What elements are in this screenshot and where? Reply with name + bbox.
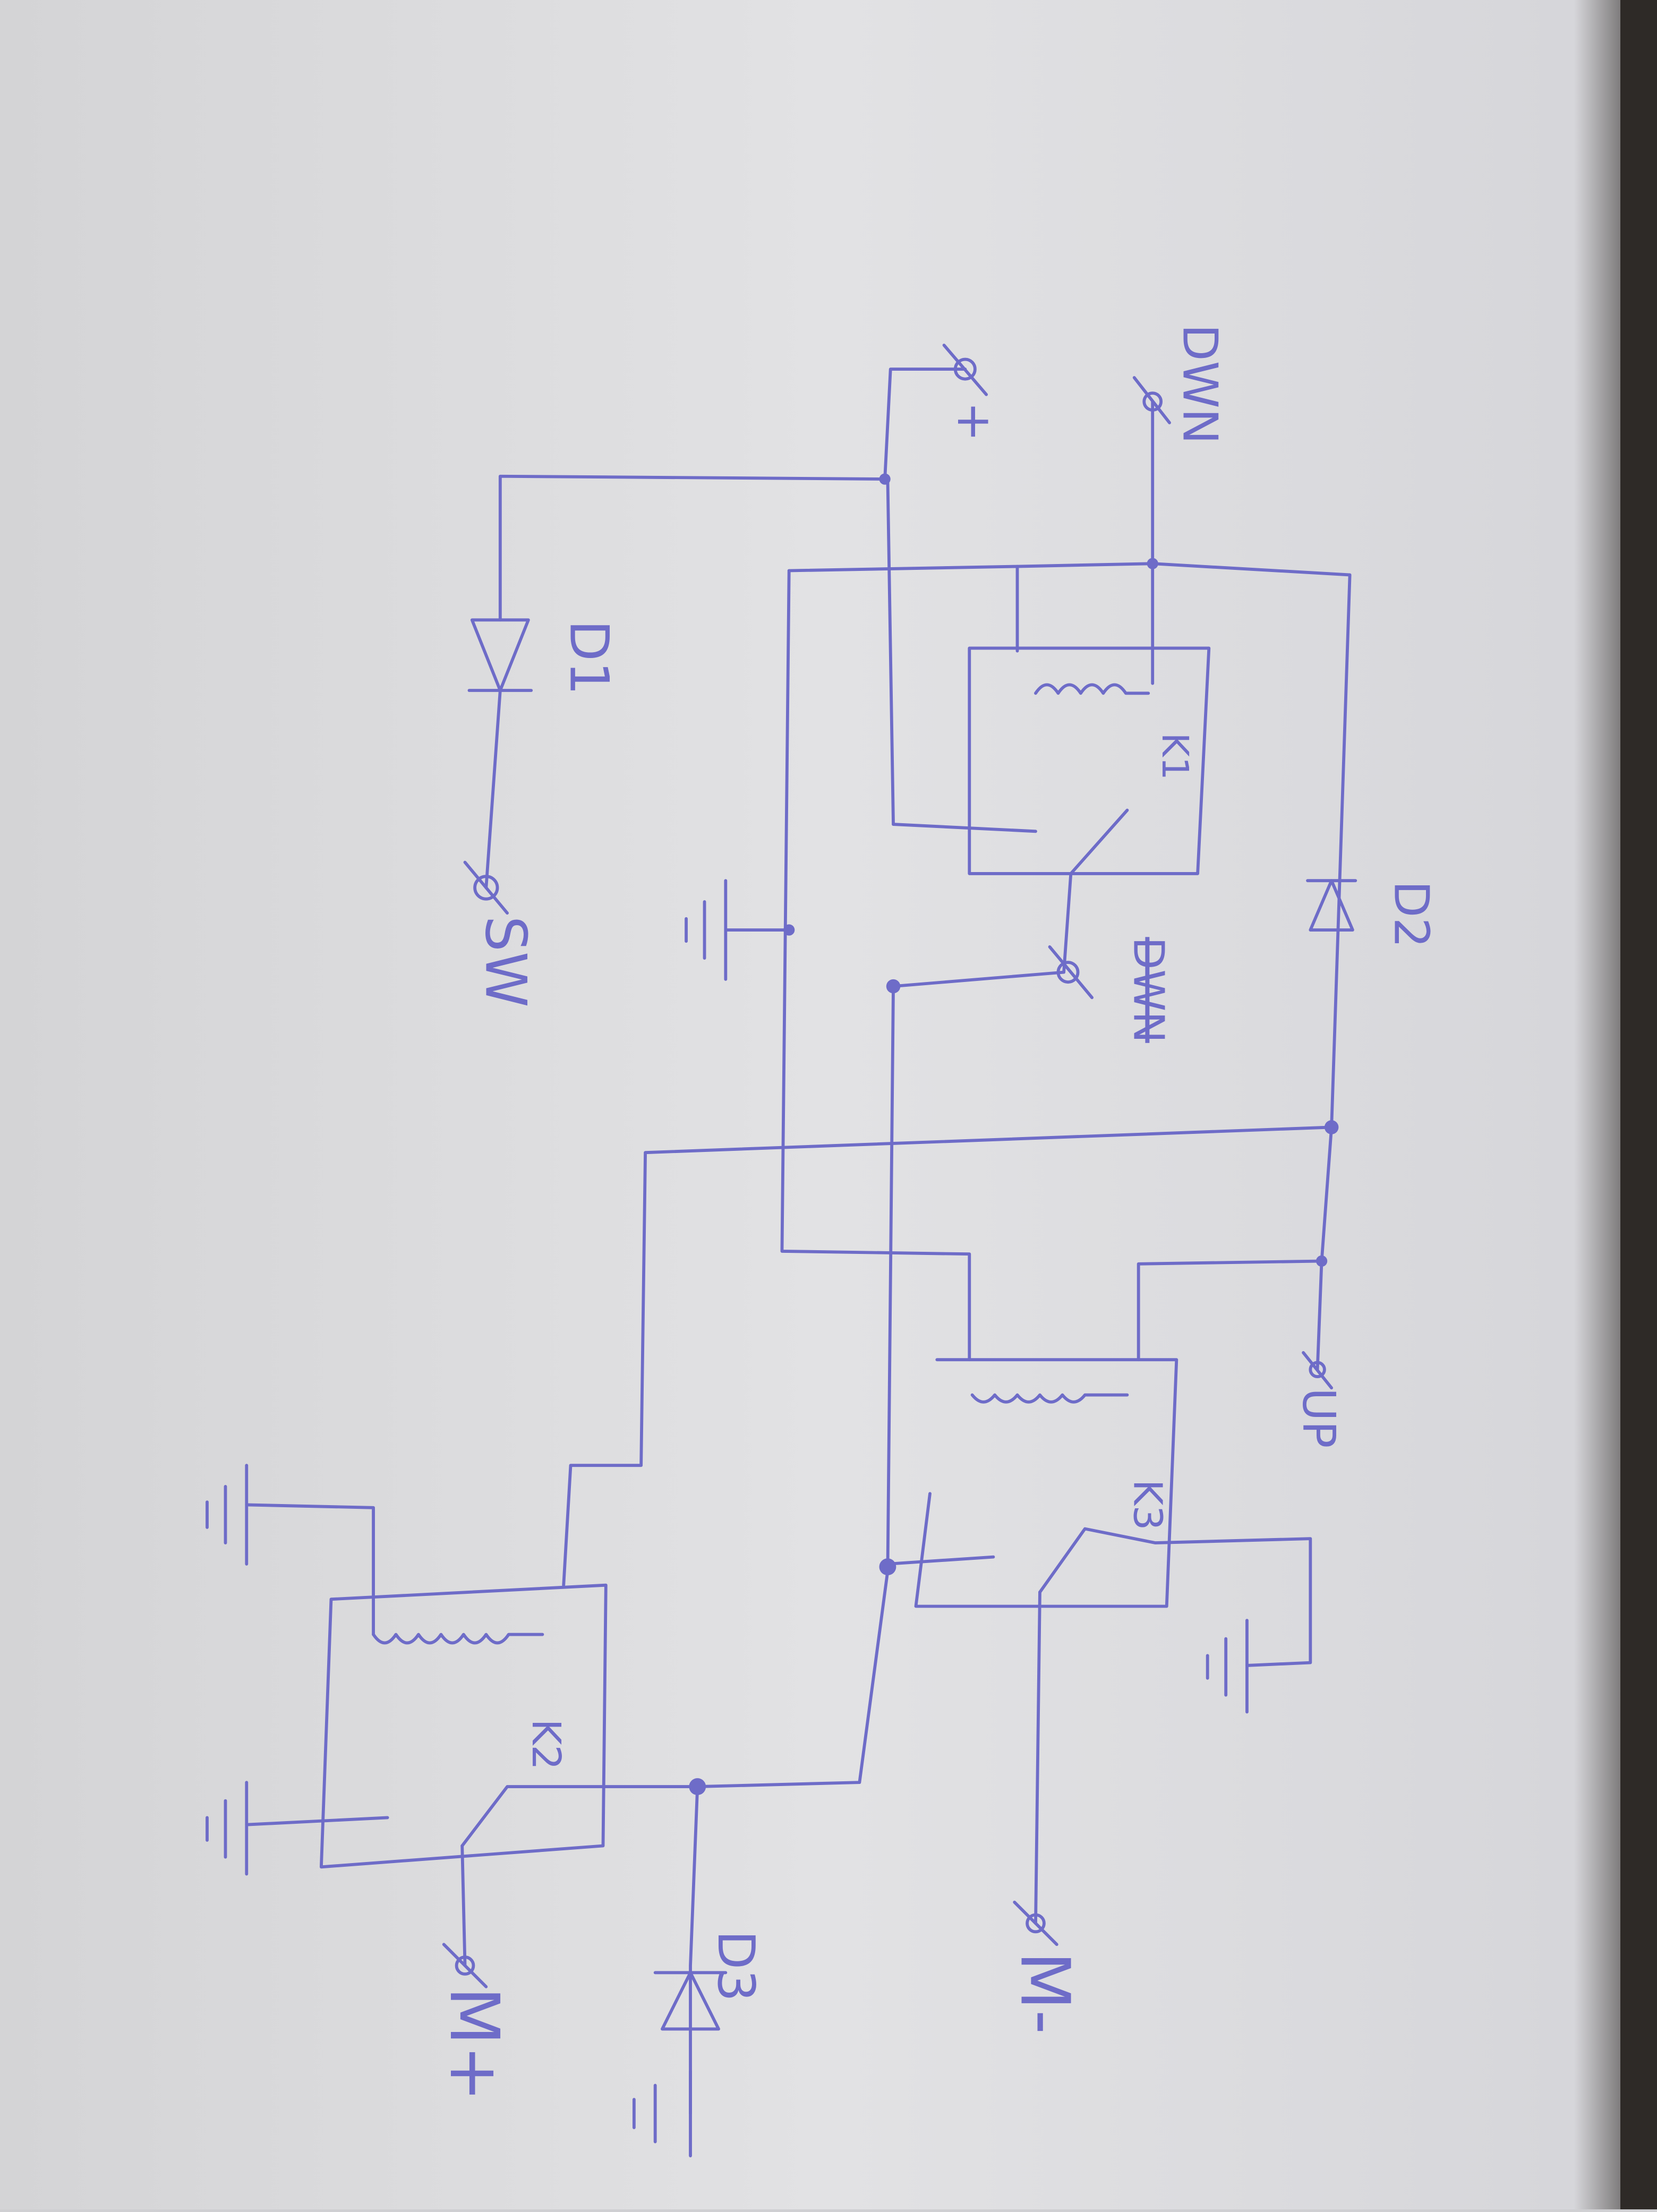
- wires: [206, 344, 1357, 2158]
- k2-switch-arm: [460, 1785, 699, 1848]
- label-sw: SW: [472, 916, 538, 1007]
- wire-k1-out: [892, 872, 1073, 988]
- label-up: UP: [1292, 1388, 1345, 1448]
- k2-contact-bar: [245, 1816, 389, 1826]
- label-d3: D3: [706, 1931, 766, 2002]
- table-edge: [1620, 0, 1657, 2209]
- wire-plus: [883, 368, 967, 481]
- labels: DWN + D1 SW K1 D2 DWN K3 UP K2 D3 M+ M-: [434, 324, 1439, 2102]
- diode-d3-symbol: [661, 1971, 720, 2031]
- wire-m-minus: [1034, 1591, 1041, 1925]
- relay-k2-box: [319, 1583, 608, 1869]
- junction-dots: [689, 473, 1339, 1795]
- ground-symbols: [206, 879, 1249, 2158]
- wire-d2: [1151, 562, 1352, 1129]
- diode-d1-symbol: [470, 618, 530, 692]
- k3-contact-bar: [886, 1555, 995, 1566]
- relay-k3-box: [914, 1358, 1178, 1608]
- relay-k1-box: [968, 646, 1211, 875]
- label-plus: +: [946, 402, 1002, 442]
- wire-k2-ground: [245, 1503, 375, 1636]
- wire-m-plus: [460, 1844, 467, 1967]
- label-m-minus: M-: [1005, 1951, 1083, 2034]
- wire-to-d1: [498, 474, 887, 622]
- wire-up: [1316, 1259, 1323, 1371]
- label-m-plus: M+: [434, 1987, 513, 2102]
- label-dwn: DWN: [1172, 324, 1228, 444]
- wire-d3: [689, 1785, 699, 2115]
- label-k3: K3: [1125, 1480, 1171, 1531]
- wire-to-d3: [696, 1569, 890, 1788]
- diode-d2-symbol: [1309, 879, 1354, 932]
- relay-k1-coil: [1034, 683, 1150, 695]
- wire-d1-sw: [484, 689, 502, 890]
- wire-left-bus: [780, 569, 971, 1362]
- wire-k3-ground: [1038, 1527, 1312, 1667]
- relay-k3-coil: [970, 1393, 1129, 1404]
- label-d2: D2: [1383, 881, 1439, 948]
- wire-top-left: [787, 565, 1019, 573]
- wire-dwn-k1: [1015, 400, 1155, 653]
- wire-plus-k1: [886, 477, 895, 826]
- label-dwn-struck: DWN: [1124, 937, 1174, 1043]
- wire-to-k2: [562, 1125, 1334, 1587]
- wire-mid-bus: [886, 985, 895, 1573]
- label-k1: K1: [1154, 733, 1196, 780]
- relay-k2-coil: [372, 1633, 544, 1645]
- terminals: [442, 344, 1334, 1988]
- label-d1: D1: [558, 620, 620, 695]
- wire-up-k3: [1137, 1125, 1334, 1362]
- k1-contact-bar: [892, 823, 1037, 833]
- k1-switch-arm: [1069, 808, 1129, 875]
- label-k2: K2: [523, 1719, 569, 1770]
